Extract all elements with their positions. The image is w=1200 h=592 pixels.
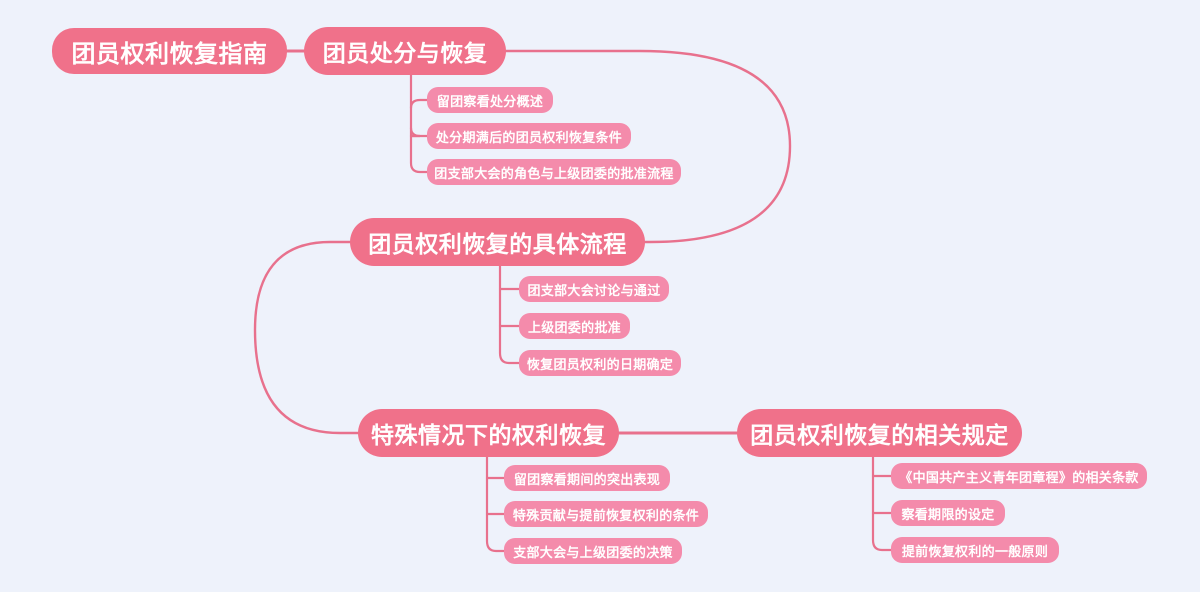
- mindmap-leaf-node-2-3[interactable]: 恢复团员权利的日期确定: [519, 350, 681, 376]
- mindmap-leaf-node-2-2[interactable]: 上级团委的批准: [519, 313, 630, 339]
- mindmap-leaf-node-4-3[interactable]: 提前恢复权利的一般原则: [891, 537, 1059, 563]
- mindmap-leaf-node-4-2[interactable]: 察看期限的设定: [891, 500, 1005, 526]
- connector-branch3-trunk: [485, 455, 506, 553]
- connector-branch1-trunk: [409, 73, 429, 174]
- mindmap-leaf-node-4-1[interactable]: 《中国共产主义青年团章程》的相关条款: [891, 463, 1147, 489]
- mindmap-root-node[interactable]: 团员权利恢复指南: [52, 28, 287, 74]
- mindmap-leaf-node-3-1[interactable]: 留团察看期间的突出表现: [504, 465, 670, 491]
- connector-branch2-to-branch3: [253, 240, 360, 435]
- mindmap-leaf-node-1-2[interactable]: 处分期满后的团员权利恢复条件: [427, 123, 631, 149]
- mindmap-leaf-node-2-1[interactable]: 团支部大会讨论与通过: [519, 276, 669, 302]
- mindmap-leaf-node-3-2[interactable]: 特殊贡献与提前恢复权利的条件: [504, 501, 708, 527]
- mindmap-leaf-node-1-3[interactable]: 团支部大会的角色与上级团委的批准流程: [427, 159, 681, 185]
- mindmap-leaf-node-1-1[interactable]: 留团察看处分概述: [427, 87, 553, 113]
- connector-branch1-child2: [409, 126, 421, 138]
- mindmap-branch-node-4[interactable]: 团员权利恢复的相关规定: [737, 409, 1022, 457]
- connector-branch2-trunk: [498, 264, 521, 365]
- mindmap-branch-node-2[interactable]: 团员权利恢复的具体流程: [350, 218, 645, 266]
- connector-branch1-child1: [409, 98, 429, 110]
- mindmap-leaf-node-3-3[interactable]: 支部大会与上级团委的决策: [504, 538, 682, 564]
- mindmap-branch-node-1[interactable]: 团员处分与恢复: [304, 27, 506, 75]
- connector-branch4-trunk: [871, 455, 893, 552]
- mindmap-branch-node-3[interactable]: 特殊情况下的权利恢复: [358, 409, 619, 457]
